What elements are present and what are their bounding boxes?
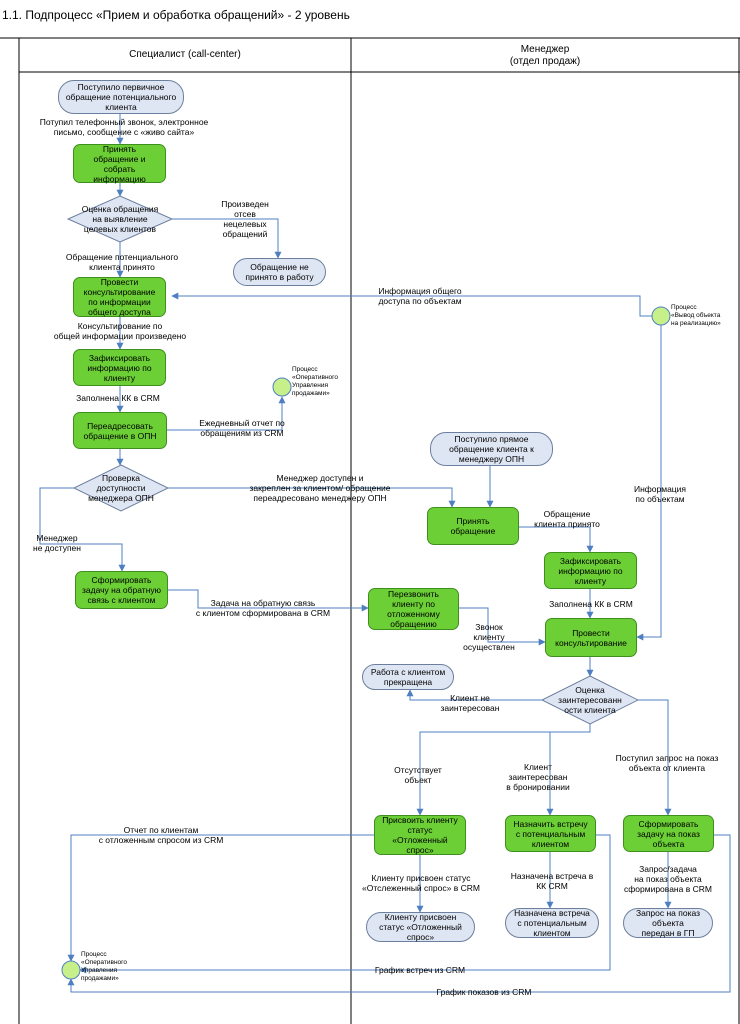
label-show-request-crm: Запрос/задача на показ объекта сформиров… (624, 864, 712, 894)
interest-decision: Оценка заинтересованн ости клиента (558, 685, 622, 715)
label-manager-available: Менеджер доступен и закреплен за клиенто… (249, 473, 391, 503)
start-direct-appeal: Поступило прямое обращение клиента к мен… (430, 432, 553, 466)
schedule-meeting-task: Назначить встречу с потенциальным клиент… (505, 815, 596, 852)
end-deferred-status: Клиенту присвоен статус «Отложенный спро… (366, 912, 475, 942)
form-callback-task: Сформировать задачу на обратную связь с … (75, 571, 168, 609)
label-callback-task: Задача на обратную связь с клиентом сфор… (195, 598, 331, 618)
ops-process-bottom-label: Процесс «Оперативного Управления продажа… (81, 951, 128, 982)
record-client-info-task: Зафиксировать информацию по клиенту (73, 349, 166, 386)
label-interested-booking: Клиент заинтересован в бронировании (506, 762, 570, 792)
consult-general-task: Провести консультирование по информации … (73, 277, 166, 317)
label-call-done: Звонок клиенту осуществлен (463, 622, 515, 652)
label-deferred-report: Отчет по клиентам с отложенным спросом и… (98, 825, 224, 845)
label-showings-schedule: График показов из CRM (436, 987, 532, 997)
label-meeting-kk: Назначена встреча в КК CRM (510, 871, 594, 891)
object-release-label: Процесс «Вывод объекта на реализацию» (671, 304, 721, 327)
assess-decision: Оценка обращения на выявление целевых кл… (81, 204, 159, 234)
label-call-received: Потупил телефонный звонок, электронное п… (39, 117, 209, 137)
accept-collect-info-task: Принять обращение и собрать информацию (73, 144, 166, 184)
label-not-interested: Клиент не заинтересован (440, 693, 500, 713)
ops-process-top-label: Процесс «Оперативного Управления продажа… (292, 366, 339, 397)
swimlane-frame (0, 37, 740, 1024)
accept-appeal-task: Принять обращение (427, 507, 519, 545)
label-client-appeal-accepted: Обращение клиента принято (534, 509, 600, 529)
label-show-request: Поступил запрос на показ объекта от клие… (615, 753, 719, 773)
end-showing-request: Запрос на показ объекта передан в ГП (623, 908, 713, 938)
lane-manager-header: Менеджер (отдел продаж) (509, 44, 581, 67)
label-appeal-accepted: Обращение потенциального клиента принято (65, 252, 179, 272)
check-manager-diamond (72, 464, 170, 512)
ops-process-bottom-circle (61, 960, 81, 980)
label-manager-unavailable: Менеджер не доступен (33, 533, 81, 553)
object-release-circle (651, 306, 671, 326)
start-primary-appeal: Поступило первичное обращение потенциаль… (58, 80, 184, 114)
assign-deferred-status-task: Присвоить клиенту статус «Отложенный спр… (374, 815, 466, 855)
label-consult-done: Консультирование по общей информации про… (53, 321, 187, 341)
form-showing-task: Сформировать задачу на показ объекта (623, 815, 714, 852)
ops-process-top-circle (272, 377, 292, 397)
lane-specialist-header: Специалист (call-center) (129, 49, 241, 60)
label-general-info: Информация общего доступа по объектам (378, 286, 462, 306)
label-kk-filled: Заполнена КК в CRM (76, 393, 160, 403)
work-stopped: Работа с клиентом прекращена (362, 664, 454, 690)
label-kk-filled-manager: Заполнена КК в CRM (549, 599, 633, 609)
connectors (39, 114, 731, 993)
label-meetings-schedule: График встреч из CRM (374, 965, 466, 975)
check-manager-decision: Проверка доступности менеджера ОПН (88, 473, 154, 503)
call-back-task: Перезвонить клиенту по отложенному обращ… (368, 588, 459, 630)
appeal-not-accepted: Обращение не принято в работу (233, 258, 326, 286)
end-meeting-scheduled: Назначена встреча с потенциальным клиент… (505, 908, 599, 938)
label-daily-report: Ежедневный отчет по обращениям из CRM (199, 418, 285, 438)
label-screened-out: Произведен отсев нецелевых обращений (221, 199, 269, 239)
redirect-to-opn-task: Переадресовать обращение в ОПН (73, 412, 167, 449)
label-object-info: Информация по объектам (633, 484, 687, 504)
record-client-info-manager-task: Зафиксировать информацию по клиенту (544, 552, 637, 589)
label-no-object: Отсутствует объект (394, 765, 442, 785)
page-title: 1.1. Подпроцесс «Прием и обработка обращ… (2, 8, 350, 22)
label-status-set: Клиенту присвоен статус «Отслеженный спр… (362, 873, 480, 893)
consult-task: Провести консультирование (545, 618, 637, 657)
